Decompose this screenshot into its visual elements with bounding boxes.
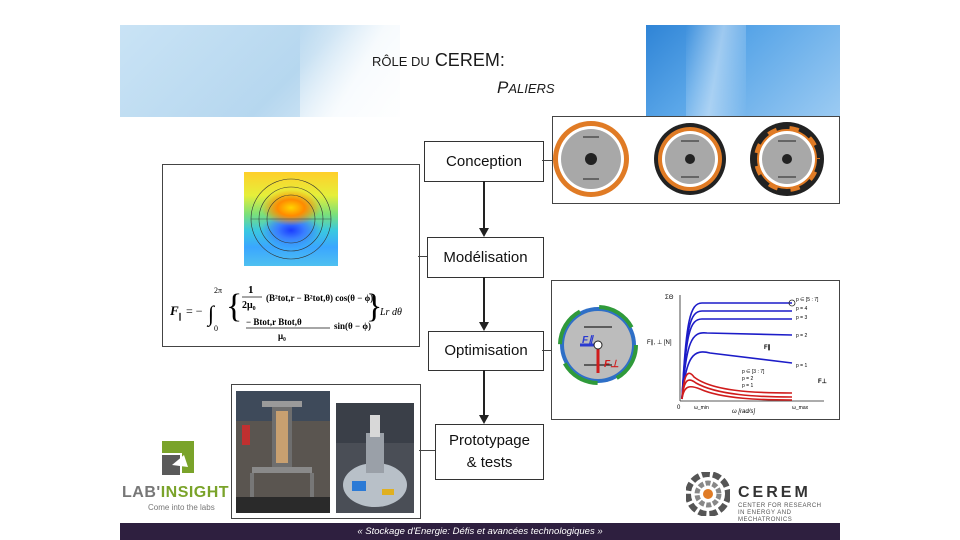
curve-label-bottom-2: p = 1 bbox=[742, 383, 753, 389]
labinsight-logo-text: LAB'INSIGHT bbox=[122, 484, 230, 501]
plot-f-par: F∥ bbox=[764, 344, 771, 351]
connector-optimisation bbox=[542, 350, 551, 351]
flow-step-prototypage-line1: Prototypage bbox=[449, 432, 530, 449]
curve-label-bottom-0: p ∈ [3 : 7] bbox=[742, 369, 765, 375]
curve-label-top-4: p = 1 bbox=[796, 363, 807, 369]
bearing-configurations-panel bbox=[552, 116, 840, 204]
cerem-logo-text: CEREM bbox=[738, 484, 811, 501]
connector-conception bbox=[542, 160, 552, 161]
cerem-sub-line2: IN ENERGY AND MECHATRONICS bbox=[738, 510, 793, 523]
flow-step-optimisation: Optimisation bbox=[428, 331, 544, 371]
curve-label-top-2: p = 3 bbox=[796, 315, 807, 321]
prototype-photo-2 bbox=[336, 403, 414, 513]
formula-term2: − Btot,r Btot,θ bbox=[246, 317, 302, 327]
labinsight-logo-icon bbox=[158, 437, 198, 479]
curve-label-bottom-1: p = 2 bbox=[742, 376, 753, 382]
inset-f-perp: F⊥ bbox=[604, 359, 619, 370]
prototype-photo-1 bbox=[236, 391, 330, 513]
bearing-config-3 bbox=[750, 122, 824, 196]
svg-text:{: { bbox=[226, 288, 242, 325]
title-banner-right bbox=[646, 25, 840, 117]
formula-equals: = − bbox=[186, 304, 203, 318]
curve-label-top-0: p ∈ [5 : 7] bbox=[796, 297, 819, 303]
flow-arrow-1-head bbox=[479, 228, 489, 237]
field-heatmap bbox=[244, 172, 338, 266]
cerem-logo-icon bbox=[685, 471, 731, 517]
flow-step-conception: Conception bbox=[424, 141, 544, 182]
inset-f-par: F∥ bbox=[582, 335, 594, 346]
formula-lhs-sub: ∥ bbox=[178, 312, 182, 321]
flow-arrow-3 bbox=[483, 370, 485, 416]
connector-prototypage bbox=[419, 450, 435, 451]
svg-text:∫: ∫ bbox=[206, 301, 216, 327]
plot-x-tick-0: 0 bbox=[677, 405, 681, 411]
formula-lhs: F bbox=[170, 303, 179, 318]
formula-term1: (B²tot,r − B²tot,θ) cos(θ − ϕ) bbox=[266, 293, 373, 303]
plot-x-label: ω [rad/s] bbox=[732, 409, 755, 415]
flow-arrow-2 bbox=[483, 277, 485, 323]
plot-x-tick-2: ω_max bbox=[792, 405, 809, 411]
curve-label-top-3: p = 2 bbox=[796, 333, 807, 339]
flow-arrow-1 bbox=[483, 181, 485, 229]
bearing-config-2 bbox=[654, 123, 726, 195]
optimisation-plot-panel: F∥ F⊥ ΣΘ F∥, ⊥ [N] ω [rad/s] 0 ω_min ω_m… bbox=[551, 280, 840, 420]
formula-den2: μ₀ bbox=[278, 331, 286, 341]
formula-tail: Lr dθ bbox=[379, 307, 402, 318]
footer-bar: « Stockage d'Energie: Défis et avancées … bbox=[120, 523, 840, 540]
formula-num1: 1 bbox=[248, 284, 254, 296]
flow-step-prototypage-line2: & tests bbox=[466, 454, 513, 471]
curve-label-top-1: p = 4 bbox=[796, 306, 807, 312]
footer-text: « Stockage d'Energie: Défis et avancées … bbox=[357, 526, 603, 537]
svg-text:}: } bbox=[366, 288, 382, 325]
plot-f-perp: F⊥ bbox=[818, 378, 827, 385]
title-banner-left bbox=[120, 25, 440, 117]
force-formula: F ∥ = − ∫ 2π 0 { 1 2μ₀ (B²tot,r − B²tot,… bbox=[169, 273, 415, 347]
plot-y-top: ΣΘ bbox=[665, 295, 674, 301]
rotor-force-inset bbox=[558, 305, 638, 385]
flow-step-modelisation: Modélisation bbox=[427, 237, 544, 278]
formula-term2b: sin(θ − ϕ) bbox=[334, 321, 371, 331]
slide-title-line1: RÔLE DU CEREM: bbox=[372, 50, 505, 70]
prototype-photos-panel bbox=[231, 384, 421, 519]
slide-title-line2: PALIERS bbox=[497, 78, 555, 97]
flow-arrow-3-head bbox=[479, 415, 489, 424]
formula-den1: 2μ₀ bbox=[242, 300, 256, 311]
plot-x-tick-1: ω_min bbox=[694, 405, 709, 411]
formula-lower: 0 bbox=[214, 324, 218, 333]
bearing-config-1 bbox=[553, 121, 629, 197]
formula-upper: 2π bbox=[214, 286, 222, 295]
red-curves bbox=[681, 372, 793, 401]
plot-y-label: F∥, ⊥ [N] bbox=[647, 339, 672, 346]
connector-modelisation bbox=[418, 256, 427, 257]
flow-arrow-2-head bbox=[479, 322, 489, 331]
flow-step-prototypage: Prototypage & tests bbox=[435, 424, 544, 480]
cerem-logo-subtitle: CENTER FOR RESEARCH IN ENERGY AND MECHAT… bbox=[738, 503, 838, 524]
labinsight-tagline: Come into the labs bbox=[148, 503, 215, 512]
cerem-sub-line1: CENTER FOR RESEARCH bbox=[738, 503, 822, 509]
